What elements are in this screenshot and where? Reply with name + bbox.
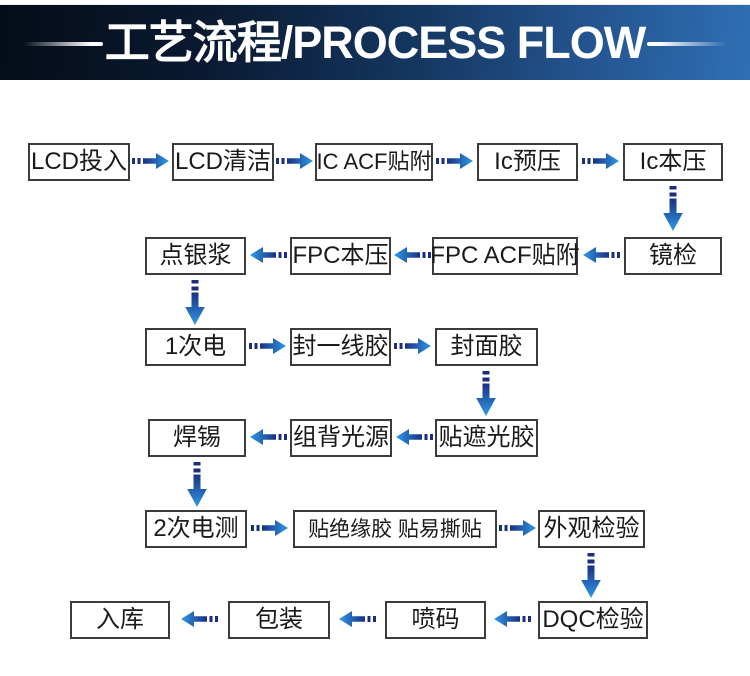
arrow-right-icon (249, 338, 286, 354)
flow-node-ink-coding: 喷码 (385, 601, 486, 639)
arrow-left-icon (250, 429, 287, 445)
flow-node-fpc-acf: FPC ACF贴附 (430, 237, 580, 275)
arrow-left-icon (494, 611, 531, 627)
flow-node-ic-prebond: Ic预压 (477, 143, 578, 181)
flow-node-seal-line-glue: 封一线胶 (290, 328, 391, 366)
flow-node-fpc-bond: FPC本压 (290, 237, 391, 275)
flow-node-dqc-inspect: DQC检验 (538, 601, 648, 639)
flow-node-lens-inspect: 镜检 (624, 237, 722, 275)
flow-node-silver-paste: 点银浆 (145, 237, 246, 275)
header-line-left (22, 41, 103, 46)
flow-node-ic-bond: Ic本压 (623, 143, 723, 181)
flow-node-second-test: 2次电测 (145, 510, 247, 548)
flow-node-shading-tape: 贴遮光胶 (435, 419, 538, 457)
arrow-down-icon (185, 280, 205, 325)
arrow-right-icon (251, 520, 288, 536)
header-line-right (647, 41, 728, 46)
arrow-down-icon (187, 462, 207, 507)
arrow-down-icon (581, 553, 601, 598)
arrow-left-icon (339, 611, 376, 627)
header-banner: 工艺流程/PROCESS FLOW (0, 4, 750, 80)
arrow-left-icon (396, 429, 433, 445)
arrow-left-icon (583, 247, 620, 263)
arrow-right-icon (394, 338, 431, 354)
arrow-left-icon (181, 611, 218, 627)
arrow-down-icon (663, 186, 683, 231)
arrow-down-icon (476, 371, 496, 416)
page-title: 工艺流程/PROCESS FLOW (104, 17, 647, 68)
arrow-right-icon (499, 520, 536, 536)
flow-node-visual-inspect: 外观检验 (538, 510, 645, 548)
flow-node-warehouse: 入库 (70, 601, 170, 639)
flow-node-first-electric: 1次电 (145, 328, 246, 366)
flow-node-lcd-clean: LCD清洁 (172, 143, 274, 181)
arrow-right-icon (132, 153, 169, 169)
arrow-left-icon (250, 247, 287, 263)
flow-node-packing: 包装 (228, 601, 330, 639)
flow-node-insulation-tape: 贴绝缘胶 贴易撕贴 (293, 510, 497, 548)
arrow-right-icon (436, 153, 473, 169)
flow-node-lcd-input: LCD投入 (28, 143, 130, 181)
flow-node-seal-face-glue: 封面胶 (435, 328, 538, 366)
flow-node-backlight-assy: 组背光源 (290, 419, 392, 457)
arrow-left-icon (394, 247, 431, 263)
flow-node-soldering: 焊锡 (148, 419, 246, 457)
arrow-right-icon (582, 153, 619, 169)
flow-node-ic-acf: IC ACF贴附 (315, 143, 433, 181)
arrow-right-icon (276, 153, 313, 169)
